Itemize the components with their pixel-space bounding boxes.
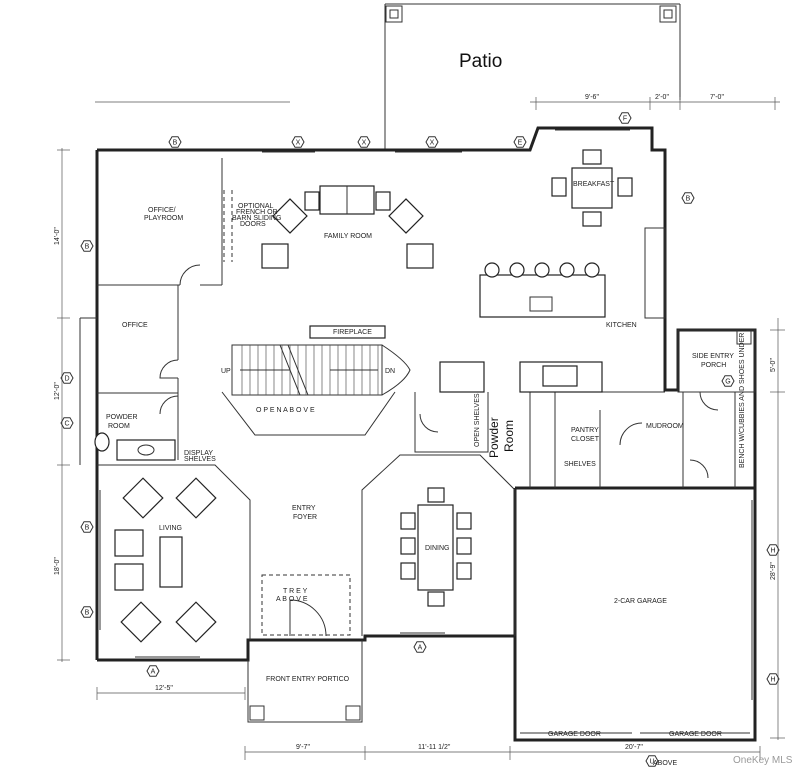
label-entry-foyer-1: ENTRY bbox=[292, 505, 316, 512]
section-tag-left-1: D bbox=[60, 372, 74, 384]
section-tag-letter: F bbox=[623, 116, 627, 123]
section-tag-letter: X bbox=[430, 140, 435, 147]
patio-area: Patio bbox=[384, 3, 681, 150]
label-garage: 2-CAR GARAGE bbox=[614, 598, 667, 605]
label-family-room: FAMILY ROOM bbox=[324, 233, 372, 240]
label-powder-room-small-1: POWDER bbox=[106, 414, 138, 421]
dim-top-2: 2'-0" bbox=[655, 94, 669, 101]
section-tag-top-1: X bbox=[291, 136, 305, 148]
label-shelves: SHELVES bbox=[564, 461, 596, 468]
label-optional-doors-4: DOORS bbox=[240, 221, 266, 228]
section-tag-letter: H bbox=[770, 677, 775, 684]
section-tag-letter: A bbox=[418, 645, 423, 652]
section-tag-letter: B bbox=[173, 140, 178, 147]
label-garage-door-1: GARAGE DOOR bbox=[548, 731, 601, 738]
section-tag-bottom-0: A bbox=[146, 665, 160, 677]
label-office: OFFICE bbox=[122, 322, 148, 329]
section-tag-letter: C bbox=[64, 421, 69, 428]
section-tag-letter: B bbox=[85, 610, 90, 617]
section-tag-letter: E bbox=[518, 140, 523, 147]
label-side-entry-porch-2: PORCH bbox=[701, 362, 726, 369]
dim-right-1: 5'-0" bbox=[770, 358, 777, 372]
section-tag-left-0: B bbox=[80, 240, 94, 252]
dim-right-2: 28'-9" bbox=[770, 562, 777, 580]
label-kitchen: KITCHEN bbox=[606, 322, 637, 329]
label-powder-room-small-2: ROOM bbox=[108, 423, 130, 430]
section-tag-letter: D bbox=[64, 376, 69, 383]
label-powder-room-big-2: Room bbox=[502, 420, 516, 452]
room-labels: OFFICE/ PLAYROOM OPTIONAL FRENCH OR BARN… bbox=[106, 181, 746, 767]
exterior-walls bbox=[95, 126, 757, 742]
label-up: UP bbox=[221, 368, 231, 375]
section-tag-bottom-1: A bbox=[413, 641, 427, 653]
label-optional-doors-1: OPTIONAL bbox=[238, 203, 274, 210]
label-optional-doors-2: FRENCH OR bbox=[236, 209, 278, 216]
staircase bbox=[231, 344, 411, 396]
label-dn: DN bbox=[385, 368, 395, 375]
section-tag-top-2: X bbox=[357, 136, 371, 148]
furniture bbox=[94, 129, 753, 700]
label-dining: DINING bbox=[425, 545, 450, 552]
label-mudroom: MUDROOM bbox=[646, 423, 684, 430]
dim-top-3: 7'-0" bbox=[710, 94, 724, 101]
section-tag-left-2: C bbox=[60, 417, 74, 429]
dim-left-3: 18'-0" bbox=[54, 557, 61, 575]
dim-bottom-2: 9'-7" bbox=[296, 744, 310, 751]
section-tag-left-3: B bbox=[80, 521, 94, 533]
section-tag-right-2: H bbox=[766, 544, 780, 556]
label-living: LIVING bbox=[159, 525, 182, 532]
label-display-shelves-1: DISPLAY bbox=[184, 450, 213, 457]
label-office-playroom-2: PLAYROOM bbox=[144, 215, 183, 222]
label-bench: BENCH W/CUBBIES AND SHOES UNDER bbox=[739, 333, 746, 468]
section-tag-letter: U bbox=[649, 759, 654, 766]
section-tag-right-0: B bbox=[681, 192, 695, 204]
section-tag-top-3: X bbox=[425, 136, 439, 148]
label-display-shelves-2: SHELVES bbox=[184, 456, 216, 463]
section-tag-letter: B bbox=[686, 196, 691, 203]
label-front-entry-portico: FRONT ENTRY PORTICO bbox=[266, 676, 350, 683]
interior-walls bbox=[79, 158, 736, 640]
label-open-shelves: OPEN SHELVES bbox=[474, 393, 481, 447]
label-above: ABOVE bbox=[653, 760, 677, 767]
label-side-entry-porch-1: SIDE ENTRY bbox=[692, 353, 734, 360]
dim-bottom-3: 11'-11 1/2" bbox=[418, 744, 451, 751]
section-tag-left-4: B bbox=[80, 606, 94, 618]
section-tag-letter: H bbox=[770, 548, 775, 555]
dimension-lines: 9'-6" 2'-0" 7'-0" 14'-0" 12'-0" 18'-0" 5… bbox=[54, 94, 785, 760]
section-tag-letter: X bbox=[296, 140, 301, 147]
section-tag-letter: G bbox=[725, 379, 730, 386]
label-entry-foyer-2: FOYER bbox=[293, 514, 317, 521]
dim-bottom-4: 20'-7" bbox=[625, 744, 643, 751]
label-trey-1: T R E Y bbox=[283, 588, 308, 595]
label-open-above: O P E N A B O V E bbox=[256, 407, 315, 414]
section-tag-top-0: B bbox=[168, 136, 182, 148]
dim-top-1: 9'-6" bbox=[585, 94, 599, 101]
section-tag-right-1: G bbox=[721, 375, 735, 387]
section-tag-letter: B bbox=[85, 244, 90, 251]
section-tag-letter: A bbox=[151, 669, 156, 676]
section-tag-letter: X bbox=[362, 140, 367, 147]
label-garage-door-2: GARAGE DOOR bbox=[669, 731, 722, 738]
section-tag-right-3: H bbox=[766, 673, 780, 685]
section-tag-top-4: E bbox=[513, 136, 527, 148]
section-tag-letter: B bbox=[85, 525, 90, 532]
label-trey-2: A B O V E bbox=[276, 596, 308, 603]
label-fireplace: FIREPLACE bbox=[333, 329, 372, 336]
dim-left-1: 14'-0" bbox=[54, 227, 61, 245]
dim-bottom-1: 12'-5" bbox=[155, 685, 173, 692]
label-office-playroom-1: OFFICE/ bbox=[148, 207, 176, 214]
label-pantry-closet-2: CLOSET bbox=[571, 436, 600, 443]
dim-left-2: 12'-0" bbox=[54, 382, 61, 400]
label-pantry-closet-1: PANTRY bbox=[571, 427, 599, 434]
label-powder-room-big-1: Powder bbox=[487, 417, 501, 458]
watermark: OneKey MLS bbox=[733, 755, 793, 766]
patio-label: Patio bbox=[459, 51, 502, 72]
section-tag-bottom-2: U bbox=[645, 755, 659, 767]
label-optional-doors-3: BARN SLIDING bbox=[232, 215, 281, 222]
section-tags: B X X X E F B D C B B B G H H A A U bbox=[60, 112, 780, 767]
label-breakfast: BREAKFAST bbox=[573, 181, 615, 188]
section-tag-top-5: F bbox=[618, 112, 632, 124]
